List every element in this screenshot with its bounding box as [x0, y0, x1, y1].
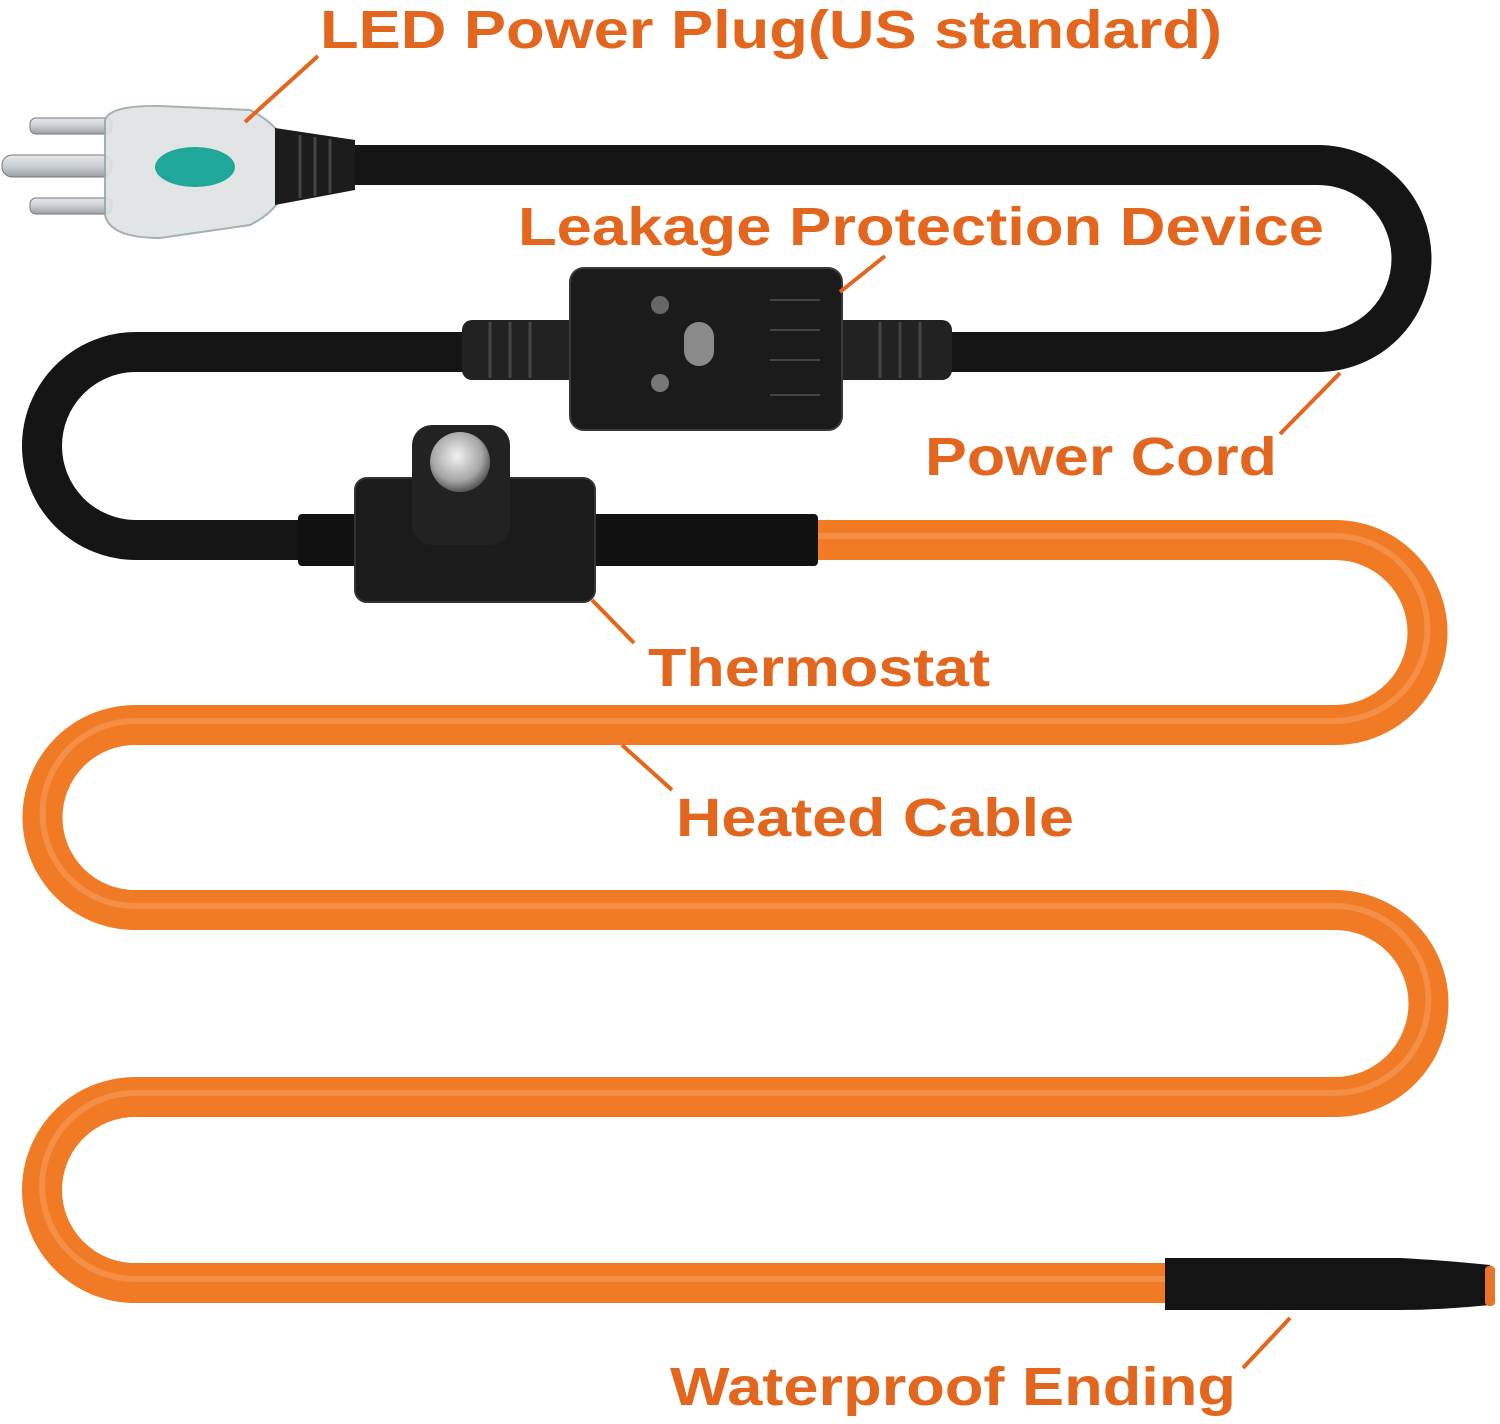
cable-highlight: [39, 533, 1432, 1282]
leakage-protection-device: [462, 267, 952, 431]
waterproof-ending: [1165, 1258, 1495, 1310]
label-thermostat: Thermostat: [648, 638, 990, 698]
label-power-cord: Power Cord: [925, 427, 1277, 487]
thermostat: [298, 425, 818, 603]
label-leakage-protection-device: Leakage Protection Device: [518, 197, 1324, 257]
label-heated-cable: Heated Cable: [676, 788, 1074, 848]
label-led-power-plug: LED Power Plug(US standard): [320, 0, 1222, 60]
led-power-plug: [1, 104, 355, 240]
leader-lines: [243, 54, 1342, 1370]
label-waterproof-ending: Waterproof Ending: [670, 1357, 1236, 1417]
